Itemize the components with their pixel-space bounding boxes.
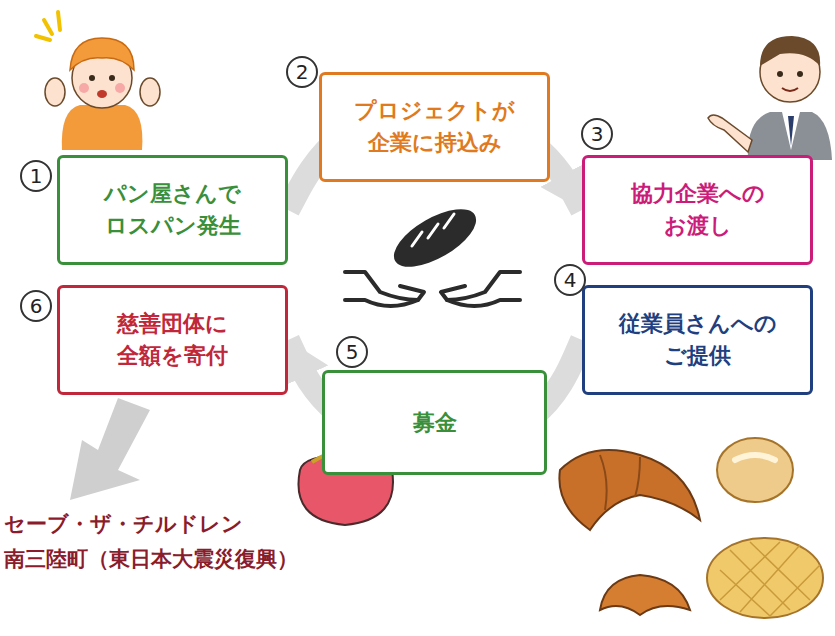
baker-figure-part: [36, 12, 60, 40]
callout-number: 5: [336, 336, 368, 368]
hands-icon-part: [441, 272, 520, 300]
box-text: プロジェクトが 企業に持込み: [334, 95, 535, 159]
box-text: 募金: [413, 407, 457, 439]
callout-number: 2: [286, 56, 318, 88]
callout-number: 6: [20, 290, 52, 322]
bread-icon-part: [385, 198, 485, 279]
croissant-icon-part: [559, 450, 700, 530]
businessman-figure-part: [748, 112, 832, 160]
bread-icon-part: [412, 214, 454, 246]
callout-number: 3: [581, 118, 613, 150]
baker-figure-part: [97, 90, 107, 98]
baker-figure-part: [89, 75, 95, 81]
businessman-figure-part: [777, 71, 783, 77]
baker-figure-part: [140, 78, 160, 106]
baker-figure-part: [115, 83, 125, 93]
hands-icon: [345, 272, 520, 306]
businessman-figure-part: [760, 36, 820, 66]
hands-icon-part: [345, 272, 424, 300]
businessman-figure: [708, 36, 832, 160]
businessman-figure-part: [797, 71, 803, 77]
croissant-icon-part: [600, 455, 640, 510]
process-box: 協力企業への お渡し: [582, 155, 813, 265]
baker-figure-part: [79, 83, 89, 93]
process-box: パン屋さんで ロスパン発生: [57, 155, 288, 265]
recipient-label: セーブ・ザ・チルドレン: [4, 510, 243, 538]
recipient-label: 南三陸町（東日本大震災復興）: [4, 545, 298, 573]
hands-icon-part: [447, 300, 520, 306]
box-text: 従業員さんへの ご提供: [597, 308, 798, 372]
roll-icon-part: [735, 455, 775, 460]
box-text: 協力企業への お渡し: [597, 178, 798, 242]
melonpan-icon-part: [720, 542, 820, 616]
small-croissant-icon-part: [600, 575, 690, 615]
down-arrow-part: [70, 398, 150, 500]
box-text: 慈善団体に 全額を寄付: [72, 308, 273, 372]
roll-icon-part: [717, 438, 793, 502]
businessman-figure-part: [782, 112, 800, 150]
bread-icon: [385, 198, 485, 279]
businessman-figure-part: [782, 88, 798, 91]
process-box: 従業員さんへの ご提供: [582, 285, 813, 395]
baker-figure-part: [45, 78, 65, 106]
hands-icon-part: [345, 300, 418, 306]
baker-figure: [36, 12, 160, 150]
callout-number: 1: [20, 160, 52, 192]
baker-figure-part: [62, 105, 143, 150]
process-box: プロジェクトが 企業に持込み: [319, 72, 550, 182]
process-box: 慈善団体に 全額を寄付: [57, 285, 288, 395]
businessman-figure-part: [788, 116, 794, 146]
down-arrow: [70, 398, 150, 500]
process-box: 募金: [322, 370, 547, 475]
melonpan-icon-part: [707, 538, 823, 618]
small-croissant-icon: [600, 575, 690, 615]
melonpan-icon: [707, 538, 823, 618]
croissant-icon: [559, 450, 700, 530]
baker-figure-part: [109, 75, 115, 81]
box-text: パン屋さんで ロスパン発生: [72, 178, 273, 242]
baker-figure-part: [70, 38, 134, 70]
callout-number: 4: [554, 264, 586, 296]
roll-icon: [717, 438, 793, 502]
businessman-figure-part: [708, 115, 752, 152]
